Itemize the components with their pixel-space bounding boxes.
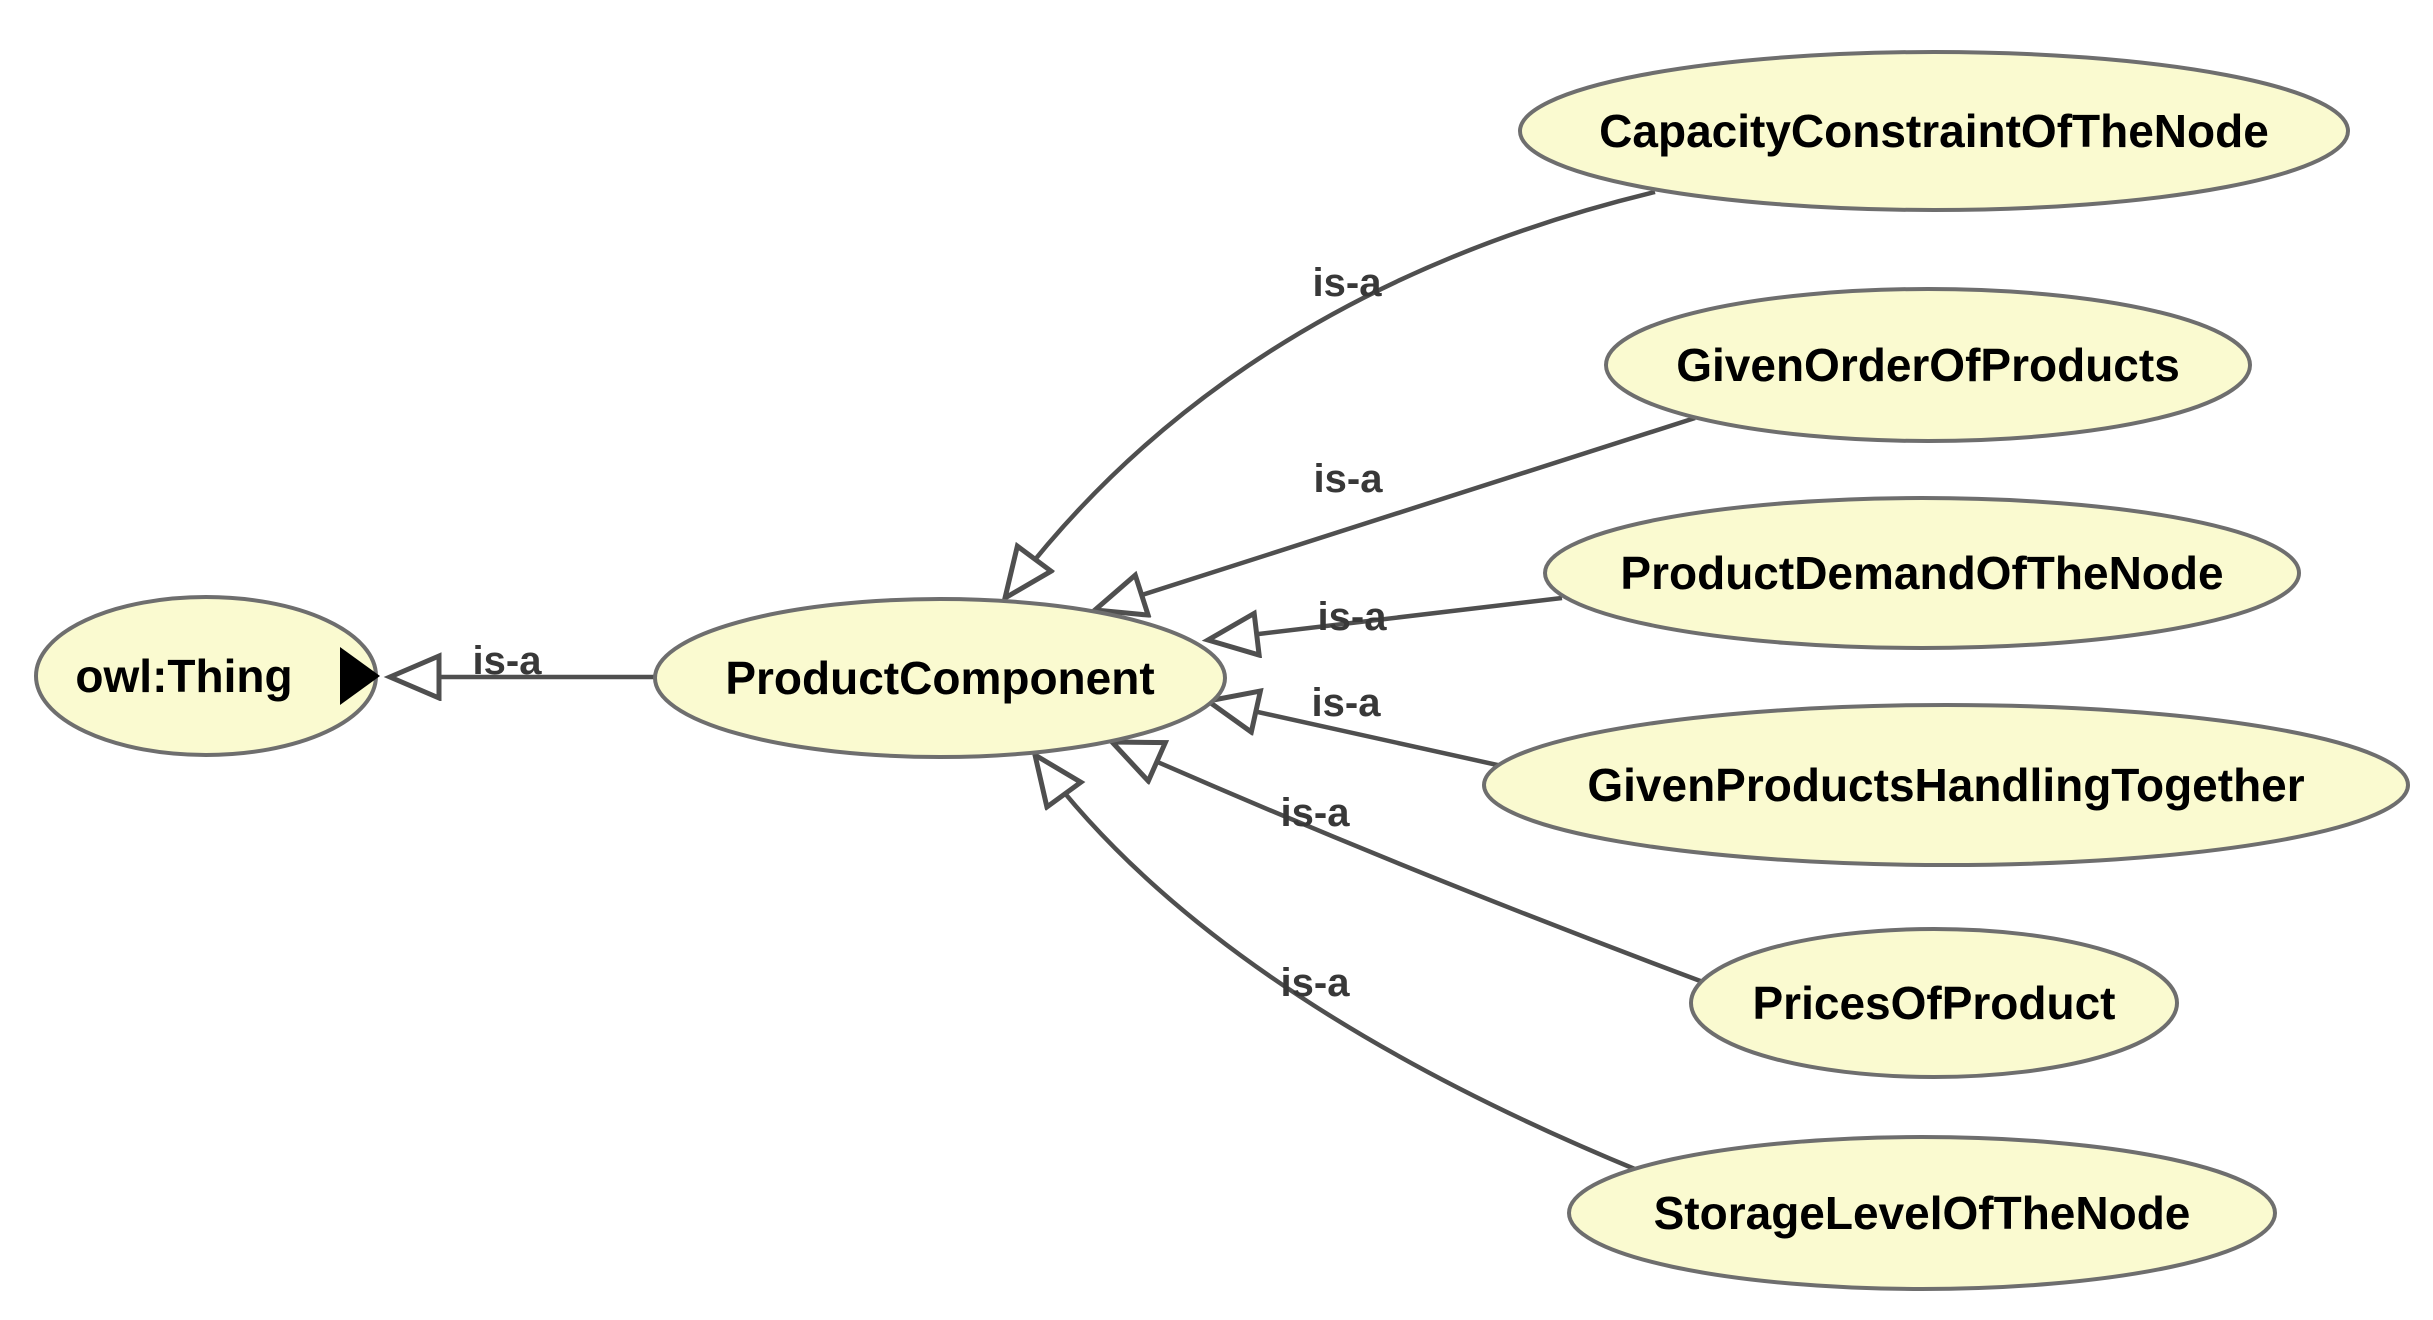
edge-label: is-a: [1312, 681, 1382, 725]
class-ellipse[interactable]: [1482, 703, 2410, 867]
edge-label: is-a: [1314, 457, 1384, 501]
nodes-layer: owl:Thing ProductComponent CapacityConstra…: [34, 50, 2410, 1291]
class-label: GivenOrderOfProducts: [1676, 339, 2180, 391]
class-label: GivenProductsHandlingTogether: [1587, 759, 2304, 811]
expand-indicator-icon[interactable]: [340, 647, 380, 705]
class-label: PricesOfProduct: [1753, 977, 2116, 1029]
edge-label: is-a: [1313, 261, 1383, 305]
node-prices-of-product[interactable]: PricesOfProduct: [1689, 927, 2179, 1079]
edge-label: is-a: [1281, 961, 1351, 1005]
class-ellipse[interactable]: [1689, 927, 2179, 1079]
class-ellipse[interactable]: [1518, 50, 2350, 212]
edge-prices-of-product-to-product-component: is-a: [1112, 742, 1704, 985]
edge-label: is-a: [1281, 791, 1351, 835]
node-storage-level-of-the-node[interactable]: StorageLevelOfTheNode: [1567, 1135, 2277, 1291]
class-label: ProductComponent: [725, 652, 1154, 704]
class-label: StorageLevelOfTheNode: [1654, 1187, 2191, 1239]
edge-given-products-handling-to-product-component: is-a: [1208, 681, 1503, 769]
class-ellipse[interactable]: [653, 597, 1227, 759]
edge-line: [1095, 415, 1696, 610]
node-product-demand-of-the-node[interactable]: ProductDemandOfTheNode: [1543, 496, 2301, 650]
edge-line: [1208, 595, 1563, 640]
edge-storage-level-to-product-component: is-a: [1035, 755, 1643, 1175]
edges-layer: is-a is-a is-a is-a is-a is-a is-a: [390, 189, 1704, 1175]
edge-product-component-to-owl-thing: is-a: [390, 639, 655, 683]
edge-capacity-constraint-to-product-component: is-a: [1005, 189, 1656, 598]
node-given-products-handling-together[interactable]: GivenProductsHandlingTogether: [1482, 703, 2410, 867]
class-label: owl:Thing: [75, 650, 292, 702]
node-product-component[interactable]: ProductComponent: [653, 597, 1227, 759]
node-given-order-of-products[interactable]: GivenOrderOfProducts: [1604, 287, 2252, 443]
edge-label: is-a: [1318, 595, 1388, 639]
edge-line: [1005, 189, 1656, 598]
node-capacity-constraint-of-the-node[interactable]: CapacityConstraintOfTheNode: [1518, 50, 2350, 212]
node-owl-thing[interactable]: owl:Thing: [34, 595, 380, 757]
edge-label: is-a: [473, 639, 543, 683]
class-ellipse[interactable]: [1543, 496, 2301, 650]
class-ellipse[interactable]: [1567, 1135, 2277, 1291]
edge-line: [1208, 701, 1503, 769]
class-ellipse[interactable]: [1604, 287, 2252, 443]
class-label: CapacityConstraintOfTheNode: [1599, 105, 2269, 157]
class-label: ProductDemandOfTheNode: [1620, 547, 2223, 599]
edge-line: [1112, 742, 1704, 985]
edge-line: [1035, 755, 1643, 1175]
edge-given-order-to-product-component: is-a: [1095, 415, 1696, 610]
edge-product-demand-to-product-component: is-a: [1208, 595, 1563, 640]
